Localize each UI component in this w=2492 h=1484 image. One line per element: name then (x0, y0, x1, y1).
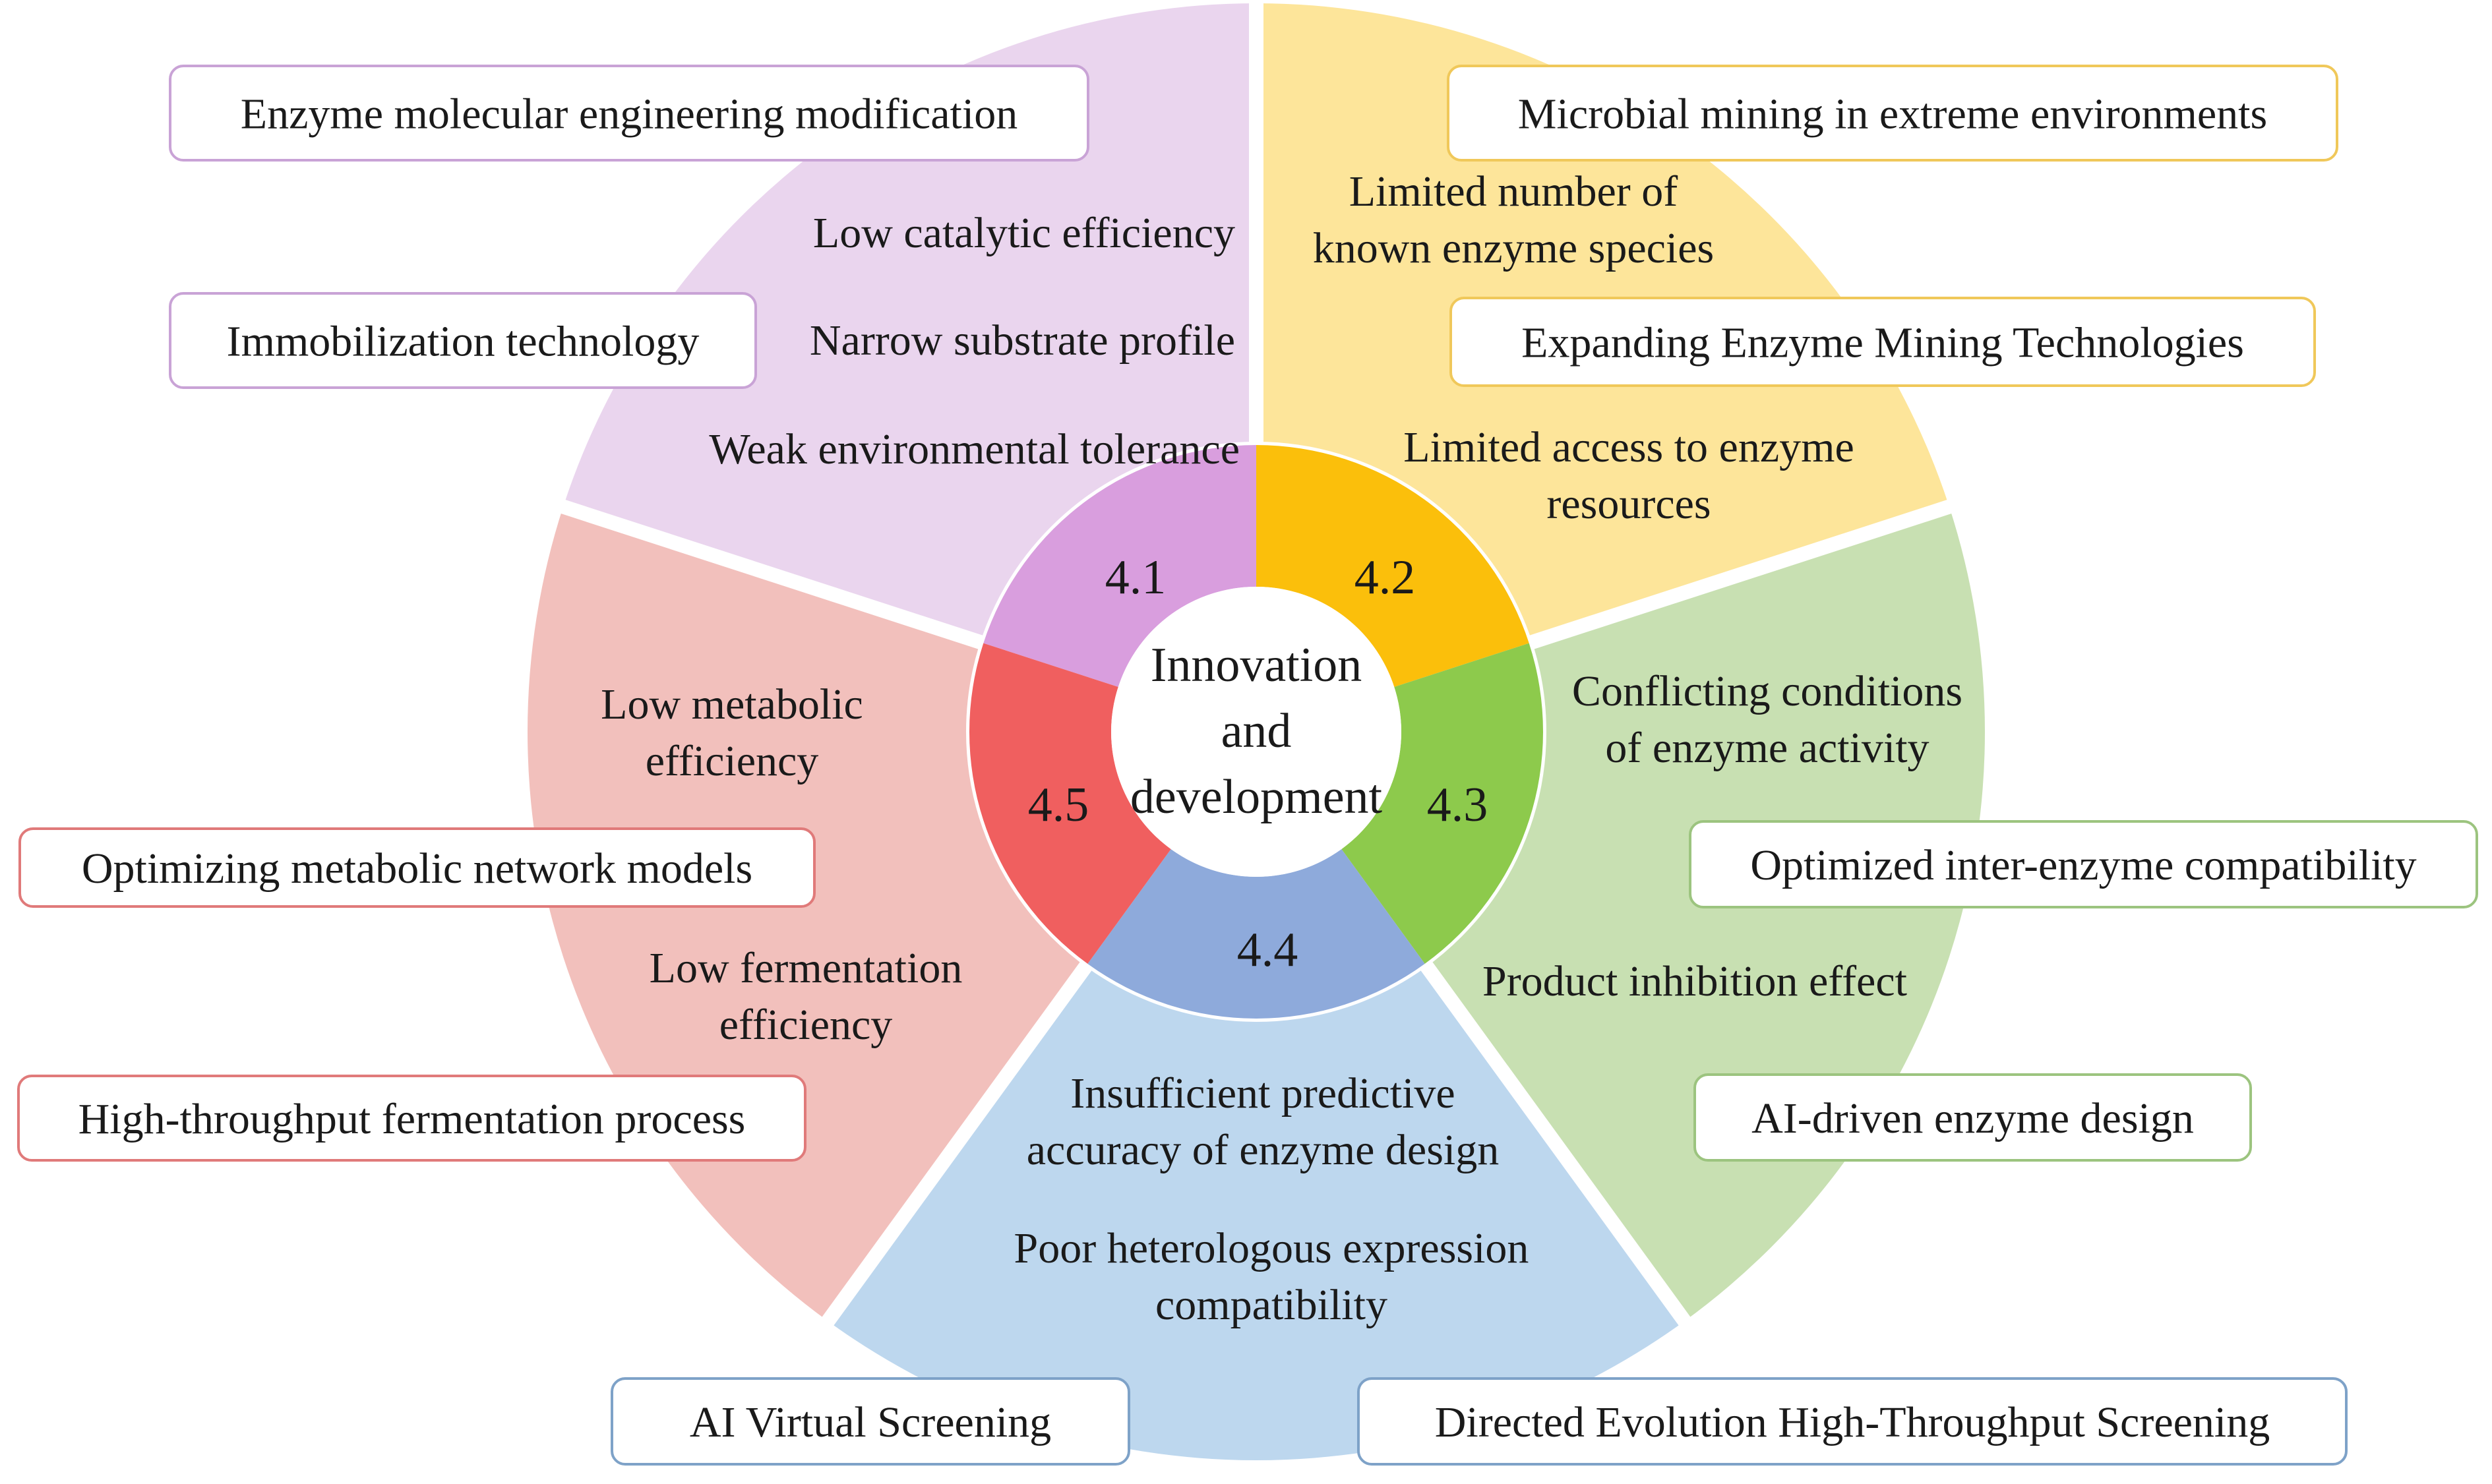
center-circle (1111, 587, 1401, 877)
sector-4-3-inner (1341, 643, 1543, 964)
challenge-label: efficiency (646, 737, 819, 785)
sector-4-1-inner (983, 445, 1256, 688)
solution-box (169, 65, 1089, 162)
sector-4-2-inner (1256, 445, 1529, 688)
challenge-label: of enzyme activity (1605, 724, 1929, 772)
sector-4-4-outer (828, 963, 1685, 1460)
solution-label: Enzyme molecular engineering modificatio… (241, 90, 1018, 138)
solution-box (611, 1377, 1130, 1466)
sector-number-4-5: 4.5 (1028, 778, 1089, 832)
challenge-label: known enzyme species (1313, 224, 1714, 272)
challenge-label: efficiency (719, 1001, 893, 1049)
sector-number-4-2: 4.2 (1354, 550, 1416, 605)
solution-boxes: Enzyme molecular engineering modificatio… (17, 65, 2478, 1466)
challenge-label: Limited number of (1349, 167, 1678, 216)
sector-number-4-4: 4.4 (1237, 923, 1298, 977)
solution-label: Directed Evolution High-Throughput Scree… (1435, 1398, 2270, 1446)
solution-label: AI-driven enzyme design (1751, 1094, 2194, 1143)
challenge-label: Low metabolic (601, 680, 863, 728)
center-hub: Innovation and development (1111, 587, 1401, 877)
solution-box (169, 292, 757, 389)
solution-box (1693, 1073, 2252, 1162)
challenge-label: Narrow substrate profile (810, 316, 1235, 365)
challenge-label: resources (1546, 480, 1711, 528)
sector-number-4-3: 4.3 (1427, 778, 1488, 832)
center-line-3: development (1130, 770, 1383, 824)
solution-label: Expanding Enzyme Mining Technologies (1521, 319, 2244, 367)
inner-ring (969, 445, 1543, 1019)
solution-label: High-throughput fermentation process (78, 1095, 746, 1143)
solution-box (1449, 297, 2316, 387)
challenge-label: accuracy of enzyme design (1027, 1126, 1499, 1174)
sector-number-4-1: 4.1 (1105, 550, 1167, 605)
sector-4-4-inner (1087, 848, 1425, 1019)
challenge-label: Low catalytic efficiency (813, 209, 1235, 257)
sector-4-5-inner (969, 643, 1171, 964)
solution-box (1689, 820, 2478, 908)
solution-label: AI Virtual Screening (690, 1398, 1051, 1446)
solution-label: Microbial mining in extreme environments (1518, 90, 2267, 138)
solution-label: Optimizing metabolic network models (82, 845, 752, 893)
challenge-label: Product inhibition effect (1482, 957, 1907, 1005)
challenge-label: Poor heterologous expression (1014, 1224, 1529, 1272)
challenge-label: Conflicting conditions (1572, 667, 1962, 715)
challenge-label: Weak environmental tolerance (709, 425, 1240, 473)
sector-numbers: 4.1 4.2 4.3 4.4 4.5 (1028, 550, 1488, 977)
solution-box (18, 827, 816, 908)
solution-box (1447, 65, 2338, 162)
center-line-2: and (1221, 704, 1292, 758)
challenge-label: Limited access to enzyme (1403, 423, 1854, 471)
solution-label: Optimized inter-enzyme compatibility (1750, 841, 2416, 889)
solution-box (1357, 1377, 2348, 1466)
challenge-label: Insufficient predictive (1070, 1069, 1455, 1117)
sector-4-1-outer (563, 3, 1256, 643)
solution-box (17, 1075, 806, 1162)
solution-label: Immobilization technology (227, 318, 700, 366)
outer-ring (528, 0, 1985, 1460)
challenge-label: compatibility (1155, 1281, 1387, 1329)
challenge-label: Low fermentation (650, 944, 963, 992)
center-line-1: Innovation (1151, 638, 1362, 692)
